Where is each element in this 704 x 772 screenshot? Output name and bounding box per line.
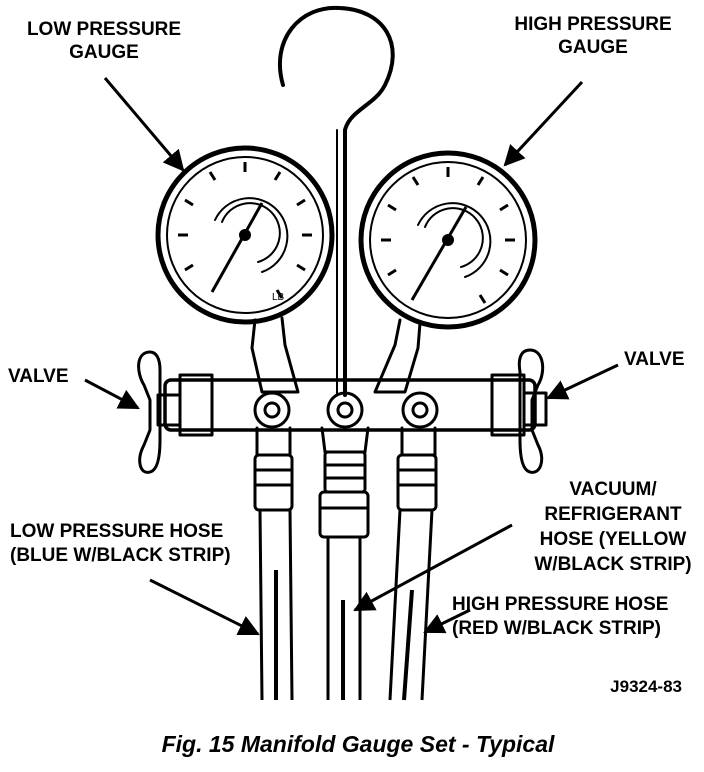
- figure-code: J9324-83: [610, 677, 682, 696]
- high-gauge-label-line1: HIGH PRESSURE: [514, 14, 671, 35]
- low-gauge-label-line1: LOW PRESSURE: [27, 19, 181, 40]
- high-pressure-gauge: [358, 150, 538, 330]
- right-valve-label: VALVE: [624, 349, 685, 370]
- manifold-body: [163, 373, 537, 457]
- low-hose-label-line2: (BLUE W/BLACK STRIP): [10, 545, 231, 566]
- vacuum-hose-label-line2: REFRIGERANT: [544, 504, 682, 525]
- hose-fittings: [253, 450, 438, 539]
- hanging-hook: [277, 5, 395, 397]
- vacuum-hose-label-line4: W/BLACK STRIP): [534, 554, 691, 575]
- left-valve-label: VALVE: [8, 366, 69, 387]
- vacuum-hose-label-line3: HOSE (YELLOW: [540, 529, 687, 550]
- low-gauge-label-line2: GAUGE: [69, 42, 139, 63]
- high-hose-label-line1: HIGH PRESSURE HOSE: [452, 594, 668, 615]
- vacuum-hose-label-line1: VACUUM/: [569, 479, 657, 500]
- low-pressure-gauge: LB: [155, 145, 335, 325]
- left-valve-handle: [137, 350, 182, 474]
- low-hose-label-line1: LOW PRESSURE HOSE: [10, 521, 223, 542]
- svg-text:LB: LB: [272, 292, 285, 303]
- hoses: [258, 509, 434, 701]
- figure-caption: Fig. 15 Manifold Gauge Set - Typical: [162, 731, 555, 757]
- high-hose-label-line2: (RED W/BLACK STRIP): [452, 618, 661, 639]
- right-valve-handle: [517, 348, 548, 474]
- leader-arrows: [84, 77, 619, 636]
- high-gauge-label-line2: GAUGE: [558, 37, 628, 58]
